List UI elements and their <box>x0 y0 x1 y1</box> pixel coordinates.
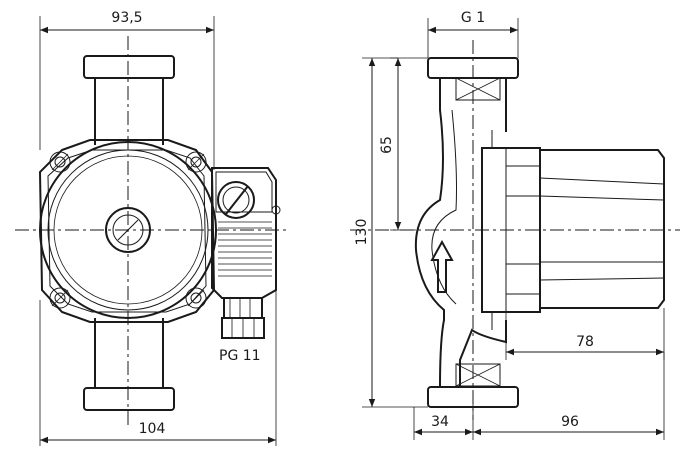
body-length-label: 96 <box>561 414 579 430</box>
terminal-box <box>211 167 281 339</box>
total-height-label: 130 <box>354 219 370 246</box>
thread-label: G 1 <box>461 10 485 26</box>
pump-body-right <box>459 78 507 387</box>
bottom-width-label: 104 <box>139 421 166 437</box>
front-view: 93,5 104 PG 11 <box>15 10 290 446</box>
top-pipe <box>94 78 164 145</box>
cable-gland-label: PG 11 <box>219 348 261 364</box>
speed-selector <box>217 181 255 219</box>
top-width-label: 93,5 <box>111 10 142 26</box>
bottom-pipe <box>94 318 164 388</box>
motor-length-label: 78 <box>576 334 594 350</box>
dimension-height-top: 65 <box>379 57 428 231</box>
dimension-thread: G 1 <box>427 10 519 58</box>
dimension-bottom: 34 96 <box>413 352 665 440</box>
cooling-ribs <box>218 221 272 277</box>
side-view: G 1 65 130 78 <box>350 10 680 440</box>
bolt-bottom-right <box>185 287 207 309</box>
inlet-offset-label: 34 <box>431 414 449 430</box>
motor-ribs <box>539 177 665 281</box>
dimension-total-height: 130 <box>354 57 428 408</box>
bolt-top-left <box>49 151 71 173</box>
pump-body-left <box>414 78 445 388</box>
dimension-top-width: 93,5 <box>39 10 215 170</box>
motor-housing <box>539 149 665 309</box>
dimension-bottom-width: 104 <box>39 290 277 446</box>
dimension-motor-length: 78 <box>505 308 665 360</box>
bottom-flange <box>83 387 175 411</box>
flow-direction-arrow <box>430 239 454 293</box>
height-top-label: 65 <box>379 136 395 154</box>
bolt-top-right <box>185 151 207 173</box>
pump-housing <box>38 139 216 323</box>
bolt-bottom-left <box>49 287 71 309</box>
top-flange <box>83 55 175 79</box>
